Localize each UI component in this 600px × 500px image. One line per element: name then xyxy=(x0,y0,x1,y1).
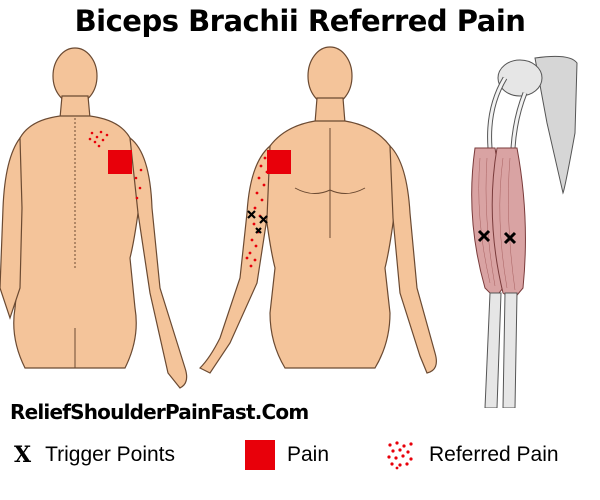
website-label: ReliefShoulderPainFast.Com xyxy=(10,400,309,424)
back-referred-pain-dots xyxy=(88,130,143,200)
legend-referred-pain-label: Referred Pain xyxy=(429,443,559,466)
biceps-muscle-illustration xyxy=(471,55,578,408)
back-pain-square xyxy=(108,150,132,174)
legend-pain-label: Pain xyxy=(287,443,330,466)
front-trigger-points xyxy=(247,210,268,234)
x-mark-icon: X xyxy=(14,442,32,468)
legend-referred-pain: Referred Pain xyxy=(385,440,559,470)
muscle-trigger-points xyxy=(477,229,517,245)
red-dots-icon xyxy=(387,441,413,470)
back-view-figure xyxy=(0,47,188,389)
legend-trigger-points: X Trigger Points xyxy=(14,440,175,470)
red-square-icon xyxy=(245,440,275,470)
front-view-figure xyxy=(198,46,437,374)
legend-pain: Pain xyxy=(245,440,329,470)
page-title: Biceps Brachii Referred Pain xyxy=(74,4,526,38)
legend-trigger-points-label: Trigger Points xyxy=(45,443,176,466)
front-pain-square xyxy=(267,150,291,174)
